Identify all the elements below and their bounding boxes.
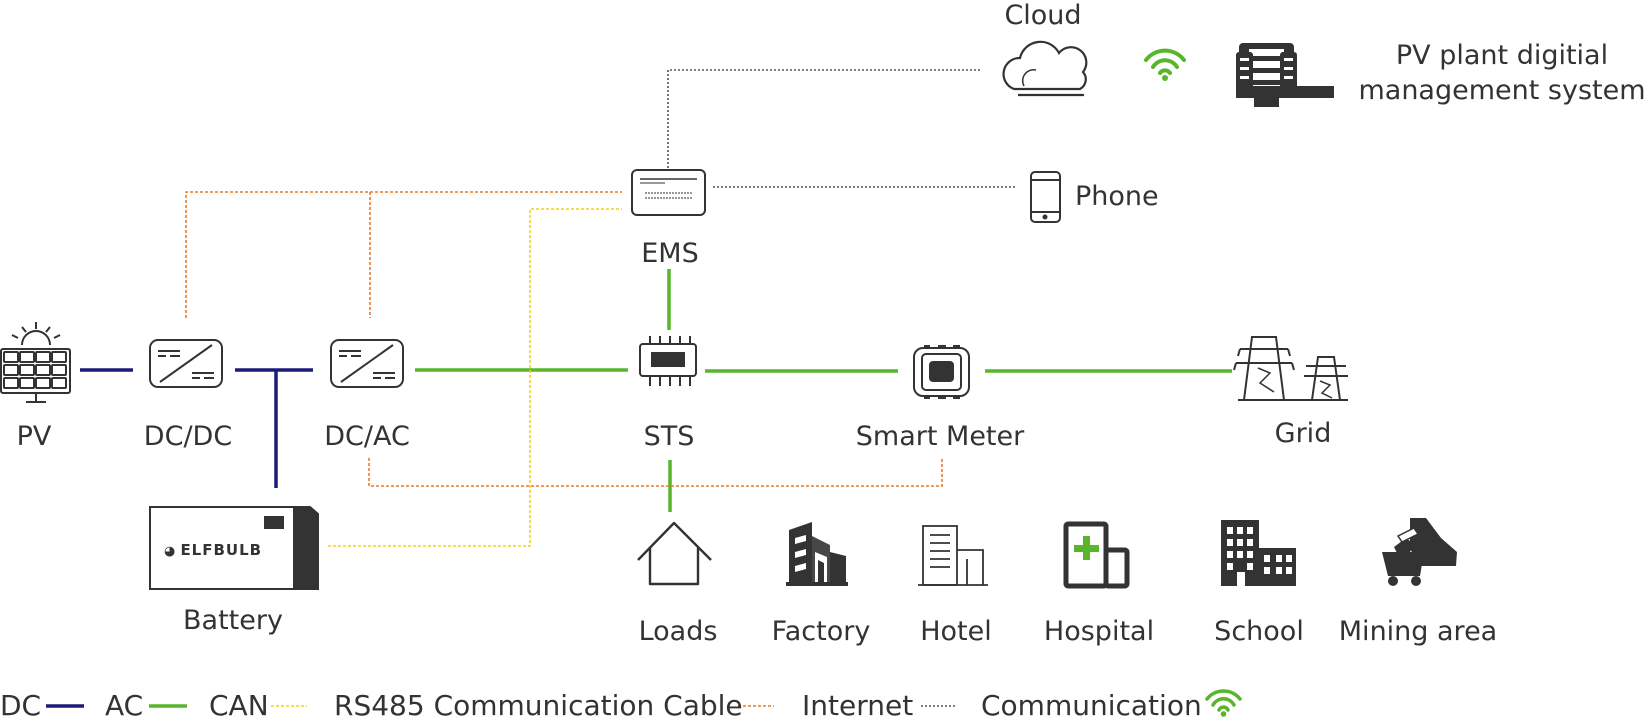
server-rack-icon <box>1236 43 1334 107</box>
load-label-mining-area: Mining area <box>1338 616 1498 647</box>
dc-lines <box>80 368 313 488</box>
sts-label: STS <box>643 421 695 452</box>
legend-internet-label: Internet <box>802 689 914 722</box>
cloud-label: Cloud <box>1004 0 1082 31</box>
phone-label: Phone <box>1075 181 1159 212</box>
smart-meter-icon <box>913 345 970 399</box>
dcac-label: DC/AC <box>324 421 410 452</box>
ems-icon <box>631 169 706 216</box>
hotel-icon <box>918 525 988 586</box>
hospital-icon <box>1063 521 1130 589</box>
legend-communication-label: Communication <box>981 689 1202 722</box>
battery-logo: ◕ ELFBULB <box>164 540 262 559</box>
load-label-hospital: Hospital <box>1043 616 1155 647</box>
load-label-factory: Factory <box>771 616 871 647</box>
factory-icon <box>786 522 848 586</box>
grid-pylon-icon <box>1233 336 1348 401</box>
pv-system-label-line2: management system <box>1358 75 1646 107</box>
dcac-inverter-icon <box>330 339 404 388</box>
load-label-loads: Loads <box>638 616 718 647</box>
legend-can-label: CAN <box>209 689 269 722</box>
load-label-hotel: Hotel <box>920 616 992 647</box>
smart-meter-label: Smart Meter <box>855 421 1025 452</box>
pv-system-label: PV plant digitial management system <box>1358 38 1645 108</box>
battery-logo-mark: ◕ <box>164 544 176 559</box>
battery-logo-text: ELFBULB <box>180 541 263 559</box>
dcdc-converter-icon <box>149 339 223 388</box>
rs485-lines <box>185 191 943 487</box>
pv-system-label-line1: PV plant digitial <box>1395 40 1609 71</box>
load-label-school: School <box>1214 616 1304 647</box>
grid-label: Grid <box>1274 418 1332 449</box>
cloud-icon <box>1002 40 1088 97</box>
legend-rs485-label: RS485 Communication Cable <box>334 689 743 722</box>
sts-icon <box>639 336 697 386</box>
house-icon <box>637 521 712 586</box>
mining-cart-icon <box>1382 518 1457 586</box>
can-lines <box>328 208 622 547</box>
phone-icon <box>1030 171 1061 223</box>
legend-dc-label: DC <box>0 689 42 722</box>
legend-ac-label: AC <box>105 689 144 722</box>
legend-wifi-icon <box>1205 689 1242 717</box>
pv-label: PV <box>16 421 52 452</box>
pv-panel-icon <box>0 322 71 403</box>
battery-cabinet-icon <box>149 506 319 590</box>
ac-lines <box>415 269 1232 512</box>
wifi-icon <box>1144 48 1186 81</box>
battery-label: Battery <box>183 605 283 636</box>
school-icon <box>1221 520 1296 586</box>
dcdc-label: DC/DC <box>143 421 233 452</box>
internet-lines <box>667 69 1017 188</box>
ems-label: EMS <box>641 238 699 269</box>
